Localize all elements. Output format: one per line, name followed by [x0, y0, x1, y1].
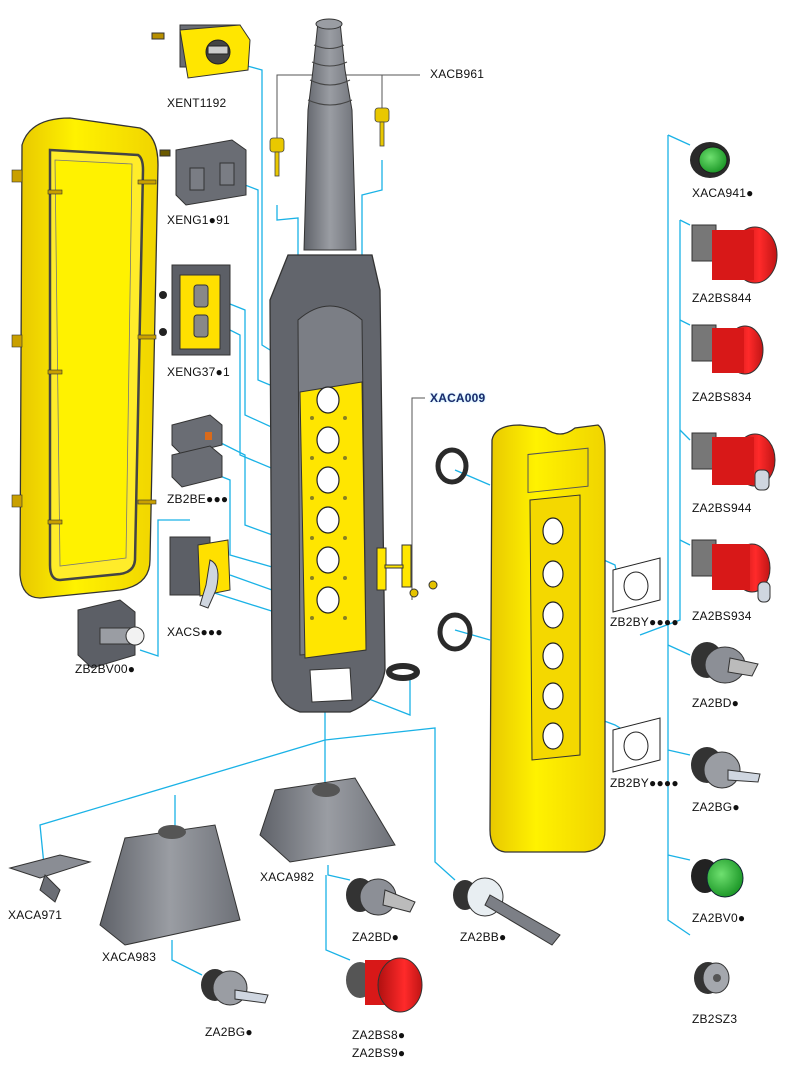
button-za2bv0: [691, 858, 744, 898]
label-za2bs8: ZA2BS8●: [352, 1028, 406, 1042]
leader-right-944: [679, 429, 691, 441]
leader-bottom-main: [39, 700, 326, 876]
label-zb2sz3: ZB2SZ3: [692, 1012, 738, 1026]
button-zb2sz3: [694, 962, 730, 994]
leader-xeng1: [231, 179, 271, 386]
label-xeng37-1: XENG37●1: [167, 365, 230, 379]
callout-xacb961: [276, 74, 420, 138]
label-za2bs9: ZA2BS9●: [352, 1046, 406, 1060]
leader-right-bd: [667, 644, 691, 656]
label-za2bv0: ZA2BV0●: [692, 911, 746, 925]
button-za2bs834: [691, 324, 764, 375]
leader-ring-top: [454, 469, 491, 486]
leader-right-941: [667, 134, 691, 146]
xacs-part: [169, 536, 231, 609]
leader-right-trunk2: [639, 220, 681, 636]
label-xent1192: XENT1192: [167, 96, 227, 110]
label-za2bb: ZA2BB●: [460, 930, 507, 944]
leader-right-934: [679, 539, 691, 546]
button-xaca941: [690, 142, 730, 178]
front-shell: [489, 424, 606, 853]
label-za2bs844: ZA2BS844: [692, 291, 752, 305]
button-za2bb: [453, 877, 561, 946]
label-za2bg-right: ZA2BG●: [692, 800, 740, 814]
leader-983-bg: [171, 940, 203, 976]
label-xaca983: XACA983: [102, 950, 157, 964]
label-za2bd-bottom: ZA2BD●: [352, 930, 400, 944]
xaca009-bracket: [376, 544, 438, 598]
label-xaca971: XACA971: [8, 908, 63, 922]
leader-zb2bv00: [139, 519, 190, 657]
leader-xacb-left: [276, 205, 299, 255]
pendant-body: [269, 18, 386, 713]
button-za2bs-bottom: [346, 957, 423, 1013]
back-shell: [11, 117, 159, 599]
legend-plates: [612, 557, 661, 773]
leader-982-bs: [325, 875, 351, 961]
leader-right-bv0: [667, 854, 691, 861]
label-zb2bv00: ZB2BV00●: [75, 662, 136, 676]
shell-holes: [542, 517, 564, 750]
button-za2bd-right: [691, 642, 759, 684]
callout-xaca009: [411, 397, 425, 600]
label-xacb961: XACB961: [430, 67, 485, 81]
locking-rings: [386, 447, 473, 681]
label-xeng1-91: XENG1●91: [167, 213, 230, 227]
label-za2bs944: ZA2BS944: [692, 501, 752, 515]
button-za2bg-right: [691, 747, 761, 789]
label-za2bd-right: ZA2BD●: [692, 696, 740, 710]
leader-982-bd: [327, 865, 351, 881]
leader-bb: [324, 727, 456, 881]
xeng1-part: [159, 139, 247, 206]
button-za2bs844: [691, 224, 778, 284]
pendant-holes: [316, 386, 340, 614]
button-za2bg-bottom: [201, 969, 269, 1006]
xaca982-base: [259, 777, 396, 863]
leader-xent1192: [224, 59, 271, 351]
label-xacs: XACS●●●: [167, 625, 223, 639]
xeng37-part: [159, 264, 231, 356]
leader-right-834: [679, 319, 691, 326]
label-xaca941: XACA941●: [692, 186, 754, 200]
label-xaca982: XACA982: [260, 870, 315, 884]
leader-right-trunk: [667, 135, 691, 936]
button-za2bs934: [691, 539, 771, 603]
xaca983-base: [99, 824, 241, 946]
button-za2bs944: [691, 432, 776, 491]
label-zb2by-1: ZB2BY●●●●: [610, 615, 679, 629]
label-xaca009: XACA009: [430, 391, 486, 405]
label-zb2be: ZB2BE●●●: [167, 492, 229, 506]
button-za2bd-bottom: [346, 878, 416, 916]
leader-ring-mid: [454, 629, 491, 641]
xacb961-screws: [269, 107, 390, 177]
leader-right-844: [679, 219, 691, 226]
xaca971-bracket: [8, 854, 92, 903]
label-za2bg-bottom: ZA2BG●: [205, 1025, 253, 1039]
zb2be-part: [171, 414, 223, 488]
xent1192-part: [151, 24, 251, 79]
label-za2bs934: ZA2BS934: [692, 609, 752, 623]
zb2bv00-part: [77, 599, 145, 669]
leader-xacb-right: [361, 160, 383, 255]
callout-lines: [276, 74, 425, 600]
label-za2bs834: ZA2BS834: [692, 390, 752, 404]
label-zb2by-2: ZB2BY●●●●: [610, 776, 679, 790]
leader-right-bg: [667, 749, 691, 756]
